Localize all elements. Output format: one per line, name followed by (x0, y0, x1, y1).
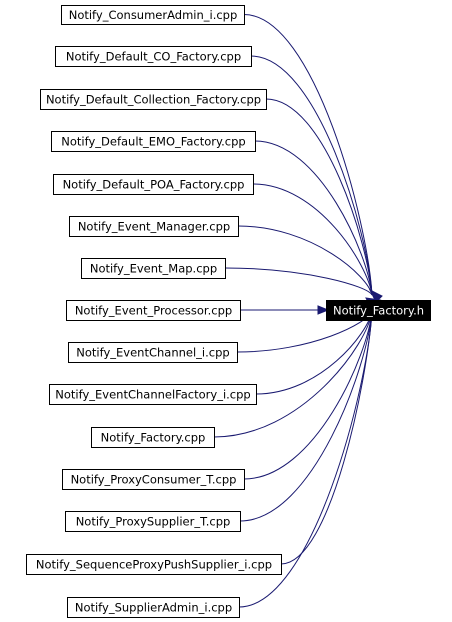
edge-notify-proxysupplier-t-cpp (239, 310, 373, 522)
node-notify-supplieradmin-i-cpp-box (67, 597, 240, 618)
arrowhead (368, 288, 383, 303)
node-notify-proxysupplier-t-cpp[interactable]: Notify_ProxySupplier_T.cpp (65, 511, 241, 532)
node-notify-event-manager-cpp-label: Notify_Event_Manager.cpp (78, 220, 230, 234)
edge-notify-factory-cpp (213, 310, 373, 438)
node-notify-default-collection-factory-cpp[interactable]: Notify_Default_Collection_Factory.cpp (40, 89, 267, 110)
node-notify-default-collection-factory-cpp-box (40, 89, 267, 110)
node-notify-eventchannel-i-cpp-box (68, 342, 238, 363)
node-notify-eventchannelfactory-i-cpp-box (49, 384, 257, 405)
node-notify-default-emo-factory-cpp-label: Notify_Default_EMO_Factory.cpp (61, 135, 245, 149)
node-notify-factory-cpp-box (91, 427, 215, 448)
node-notify-eventchannelfactory-i-cpp-label: Notify_EventChannelFactory_i.cpp (55, 388, 250, 402)
node-notify-default-co-factory-cpp[interactable]: Notify_Default_CO_Factory.cpp (55, 46, 252, 67)
node-notify-supplieradmin-i-cpp-label: Notify_SupplierAdmin_i.cpp (75, 601, 232, 615)
node-notify-eventchannel-i-cpp[interactable]: Notify_EventChannel_i.cpp (68, 342, 238, 363)
node-notify-proxyconsumer-t-cpp-box (62, 469, 245, 490)
nodes: Notify_ConsumerAdmin_i.cppNotify_Default… (26, 5, 431, 618)
node-notify-sequenceproxypushsupplier-i-cpp-label: Notify_SequenceProxyPushSupplier_i.cpp (36, 558, 272, 572)
node-notify-default-co-factory-cpp-box (55, 46, 252, 67)
arrowhead (317, 305, 330, 315)
node-notify-event-map-cpp-box (81, 258, 226, 279)
edge-notify-default-emo-factory-cpp (254, 140, 373, 296)
node-notify-default-emo-factory-cpp-box (51, 131, 256, 152)
node-notify-factory-cpp[interactable]: Notify_Factory.cpp (91, 427, 215, 448)
edge-notify-supplieradmin-i-cpp (238, 310, 373, 608)
edge-notify-default-poa-factory-cpp (252, 183, 373, 296)
edge-notify-default-collection-factory-cpp (265, 98, 373, 296)
edge-notify-event-map-cpp (224, 267, 373, 296)
node-notify-default-co-factory-cpp-label: Notify_Default_CO_Factory.cpp (66, 50, 241, 64)
node-notify-event-map-cpp-label: Notify_Event_Map.cpp (90, 262, 217, 276)
node-notify-event-processor-cpp[interactable]: Notify_Event_Processor.cpp (66, 300, 241, 321)
node-target-notify-factory-h-box (326, 300, 431, 321)
edge-notify-default-co-factory-cpp (250, 55, 373, 296)
node-notify-consumeradmin-i-cpp-box (61, 5, 245, 25)
edge-notify-event-manager-cpp (237, 225, 373, 296)
edge-notify-consumeradmin-i-cpp (243, 14, 373, 296)
node-notify-event-processor-cpp-box (66, 300, 241, 321)
node-notify-proxyconsumer-t-cpp-label: Notify_ProxyConsumer_T.cpp (71, 473, 237, 487)
node-notify-default-collection-factory-cpp-label: Notify_Default_Collection_Factory.cpp (46, 93, 261, 107)
node-notify-default-emo-factory-cpp[interactable]: Notify_Default_EMO_Factory.cpp (51, 131, 256, 152)
node-notify-consumeradmin-i-cpp[interactable]: Notify_ConsumerAdmin_i.cpp (61, 5, 245, 25)
edge-notify-proxyconsumer-t-cpp (243, 310, 373, 480)
node-notify-consumeradmin-i-cpp-label: Notify_ConsumerAdmin_i.cpp (69, 8, 238, 22)
node-notify-default-poa-factory-cpp-label: Notify_Default_POA_Factory.cpp (63, 178, 245, 192)
node-notify-sequenceproxypushsupplier-i-cpp[interactable]: Notify_SequenceProxyPushSupplier_i.cpp (26, 554, 282, 575)
node-notify-event-manager-cpp-box (69, 216, 239, 237)
node-notify-event-processor-cpp-label: Notify_Event_Processor.cpp (75, 304, 232, 318)
edge-notify-sequenceproxypushsupplier-i-cpp (280, 310, 373, 565)
node-notify-default-poa-factory-cpp[interactable]: Notify_Default_POA_Factory.cpp (53, 174, 254, 195)
node-notify-factory-cpp-label: Notify_Factory.cpp (101, 431, 206, 445)
node-target-notify-factory-h-label: Notify_Factory.h (333, 304, 424, 318)
node-notify-proxysupplier-t-cpp-label: Notify_ProxySupplier_T.cpp (76, 515, 231, 529)
node-notify-eventchannelfactory-i-cpp[interactable]: Notify_EventChannelFactory_i.cpp (49, 384, 257, 405)
node-notify-event-map-cpp[interactable]: Notify_Event_Map.cpp (81, 258, 226, 279)
node-notify-sequenceproxypushsupplier-i-cpp-box (26, 554, 282, 575)
node-target-notify-factory-h[interactable]: Notify_Factory.h (326, 300, 431, 321)
node-notify-proxyconsumer-t-cpp[interactable]: Notify_ProxyConsumer_T.cpp (62, 469, 245, 490)
node-notify-proxysupplier-t-cpp-box (65, 511, 241, 532)
node-notify-eventchannel-i-cpp-label: Notify_EventChannel_i.cpp (76, 346, 229, 360)
node-notify-default-poa-factory-cpp-box (53, 174, 254, 195)
node-notify-event-manager-cpp[interactable]: Notify_Event_Manager.cpp (69, 216, 239, 237)
node-notify-supplieradmin-i-cpp[interactable]: Notify_SupplierAdmin_i.cpp (67, 597, 240, 618)
